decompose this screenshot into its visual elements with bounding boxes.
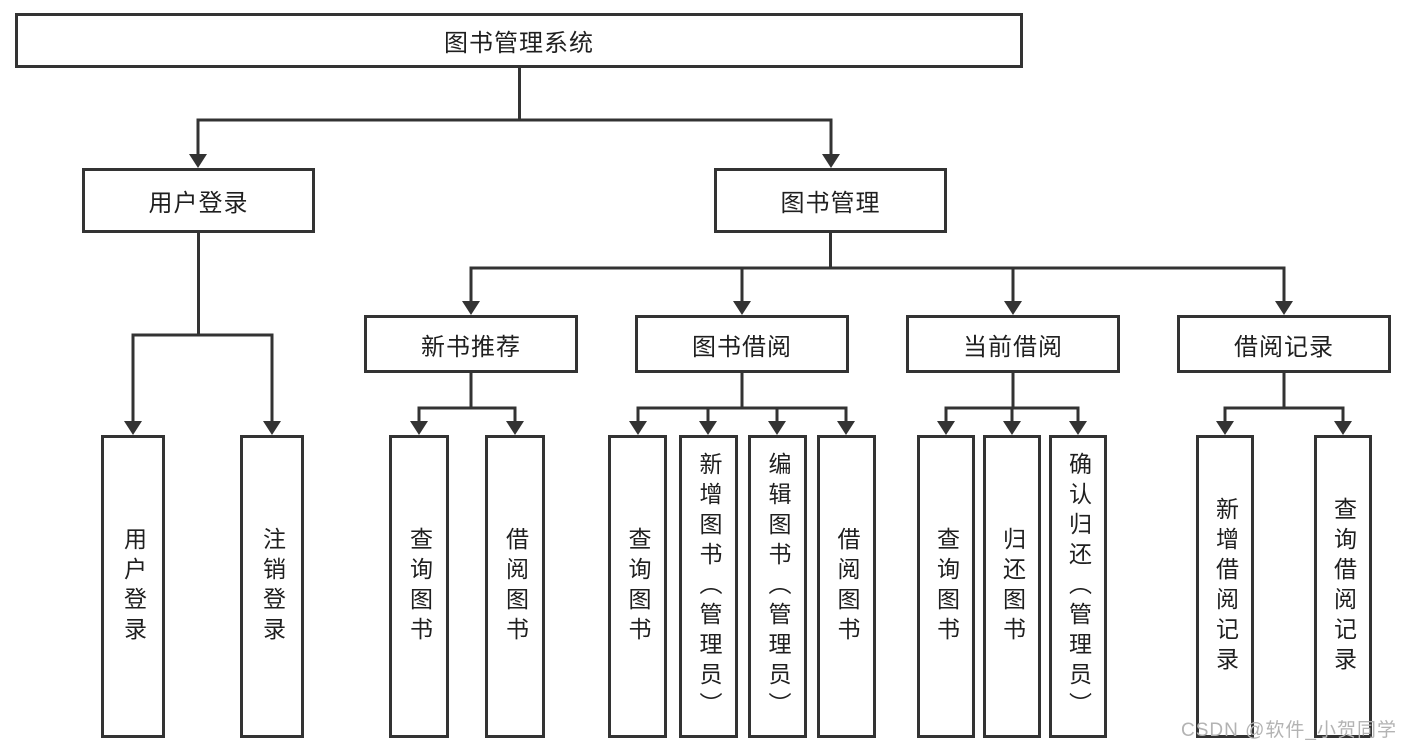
arrowhead <box>1216 421 1234 435</box>
node-label: 查询图书 <box>625 526 651 647</box>
arrowhead <box>1069 421 1087 435</box>
leaf-nr-query-books: 查询图书 <box>389 435 449 738</box>
arrowhead <box>937 421 955 435</box>
arrowhead <box>629 421 647 435</box>
node-label: 查询借阅记录 <box>1330 496 1357 677</box>
arrowhead <box>506 421 524 435</box>
arrowhead <box>1275 301 1293 315</box>
leaf-rec-query-record: 查询借阅记录 <box>1314 435 1372 738</box>
node-label: 借阅图书 <box>502 526 529 647</box>
node-label: 查询图书 <box>933 526 960 647</box>
node-label: 借阅图书 <box>834 526 860 647</box>
arrowhead <box>189 154 207 168</box>
node-label: 借阅记录 <box>1234 333 1334 361</box>
arrowhead <box>822 154 840 168</box>
node-label: 归还图书 <box>999 526 1026 647</box>
arrowhead <box>263 421 281 435</box>
arrowhead <box>462 301 480 315</box>
node-label: 查询图书 <box>406 526 433 647</box>
arrowhead <box>837 421 855 435</box>
node-label: 图书借阅 <box>692 333 792 361</box>
node-borrowing-records: 借阅记录 <box>1177 315 1391 373</box>
branch-user-login: 用户登录 <box>82 168 315 233</box>
csdn-watermark: CSDN @软件_小贺同学 <box>1181 720 1397 741</box>
node-label: 新书推荐 <box>421 333 521 361</box>
arrowhead <box>699 421 717 435</box>
leaf-logout: 注销登录 <box>240 435 304 738</box>
leaf-bb-borrow-books: 借阅图书 <box>817 435 876 738</box>
leaf-bb-add-books-admin: 新增图书（管理员） <box>679 435 738 738</box>
node-label: 新增图书（管理员） <box>696 451 722 722</box>
leaf-user-login: 用户登录 <box>101 435 165 738</box>
node-label: 用户登录 <box>120 526 147 647</box>
leaf-cb-confirm-return-admin: 确认归还（管理员） <box>1049 435 1107 738</box>
leaf-rec-add-record: 新增借阅记录 <box>1196 435 1254 738</box>
node-book-borrowing: 图书借阅 <box>635 315 849 373</box>
root-node-library-system: 图书管理系统 <box>15 13 1023 68</box>
arrowhead <box>1004 301 1022 315</box>
arrowhead <box>733 301 751 315</box>
node-label: 新增借阅记录 <box>1212 496 1239 677</box>
node-label: 确认归还（管理员） <box>1065 451 1092 722</box>
arrowhead <box>1334 421 1352 435</box>
node-label: 图书管理 <box>780 190 881 217</box>
node-new-book-recommend: 新书推荐 <box>364 315 578 373</box>
arrowhead <box>410 421 428 435</box>
node-label: 当前借阅 <box>963 333 1063 361</box>
leaf-bb-edit-books-admin: 编辑图书（管理员） <box>748 435 807 738</box>
leaf-cb-query-books: 查询图书 <box>917 435 975 738</box>
node-label: 编辑图书（管理员） <box>765 451 791 722</box>
node-current-borrowing: 当前借阅 <box>906 315 1120 373</box>
node-label: 注销登录 <box>259 526 286 647</box>
arrowhead <box>1003 421 1021 435</box>
arrowhead <box>768 421 786 435</box>
leaf-cb-return-books: 归还图书 <box>983 435 1041 738</box>
leaf-nr-borrow-books: 借阅图书 <box>485 435 545 738</box>
node-label: 用户登录 <box>148 190 249 217</box>
leaf-bb-query-books: 查询图书 <box>608 435 667 738</box>
branch-book-management: 图书管理 <box>714 168 947 233</box>
node-label: 图书管理系统 <box>444 30 594 57</box>
arrowhead <box>124 421 142 435</box>
